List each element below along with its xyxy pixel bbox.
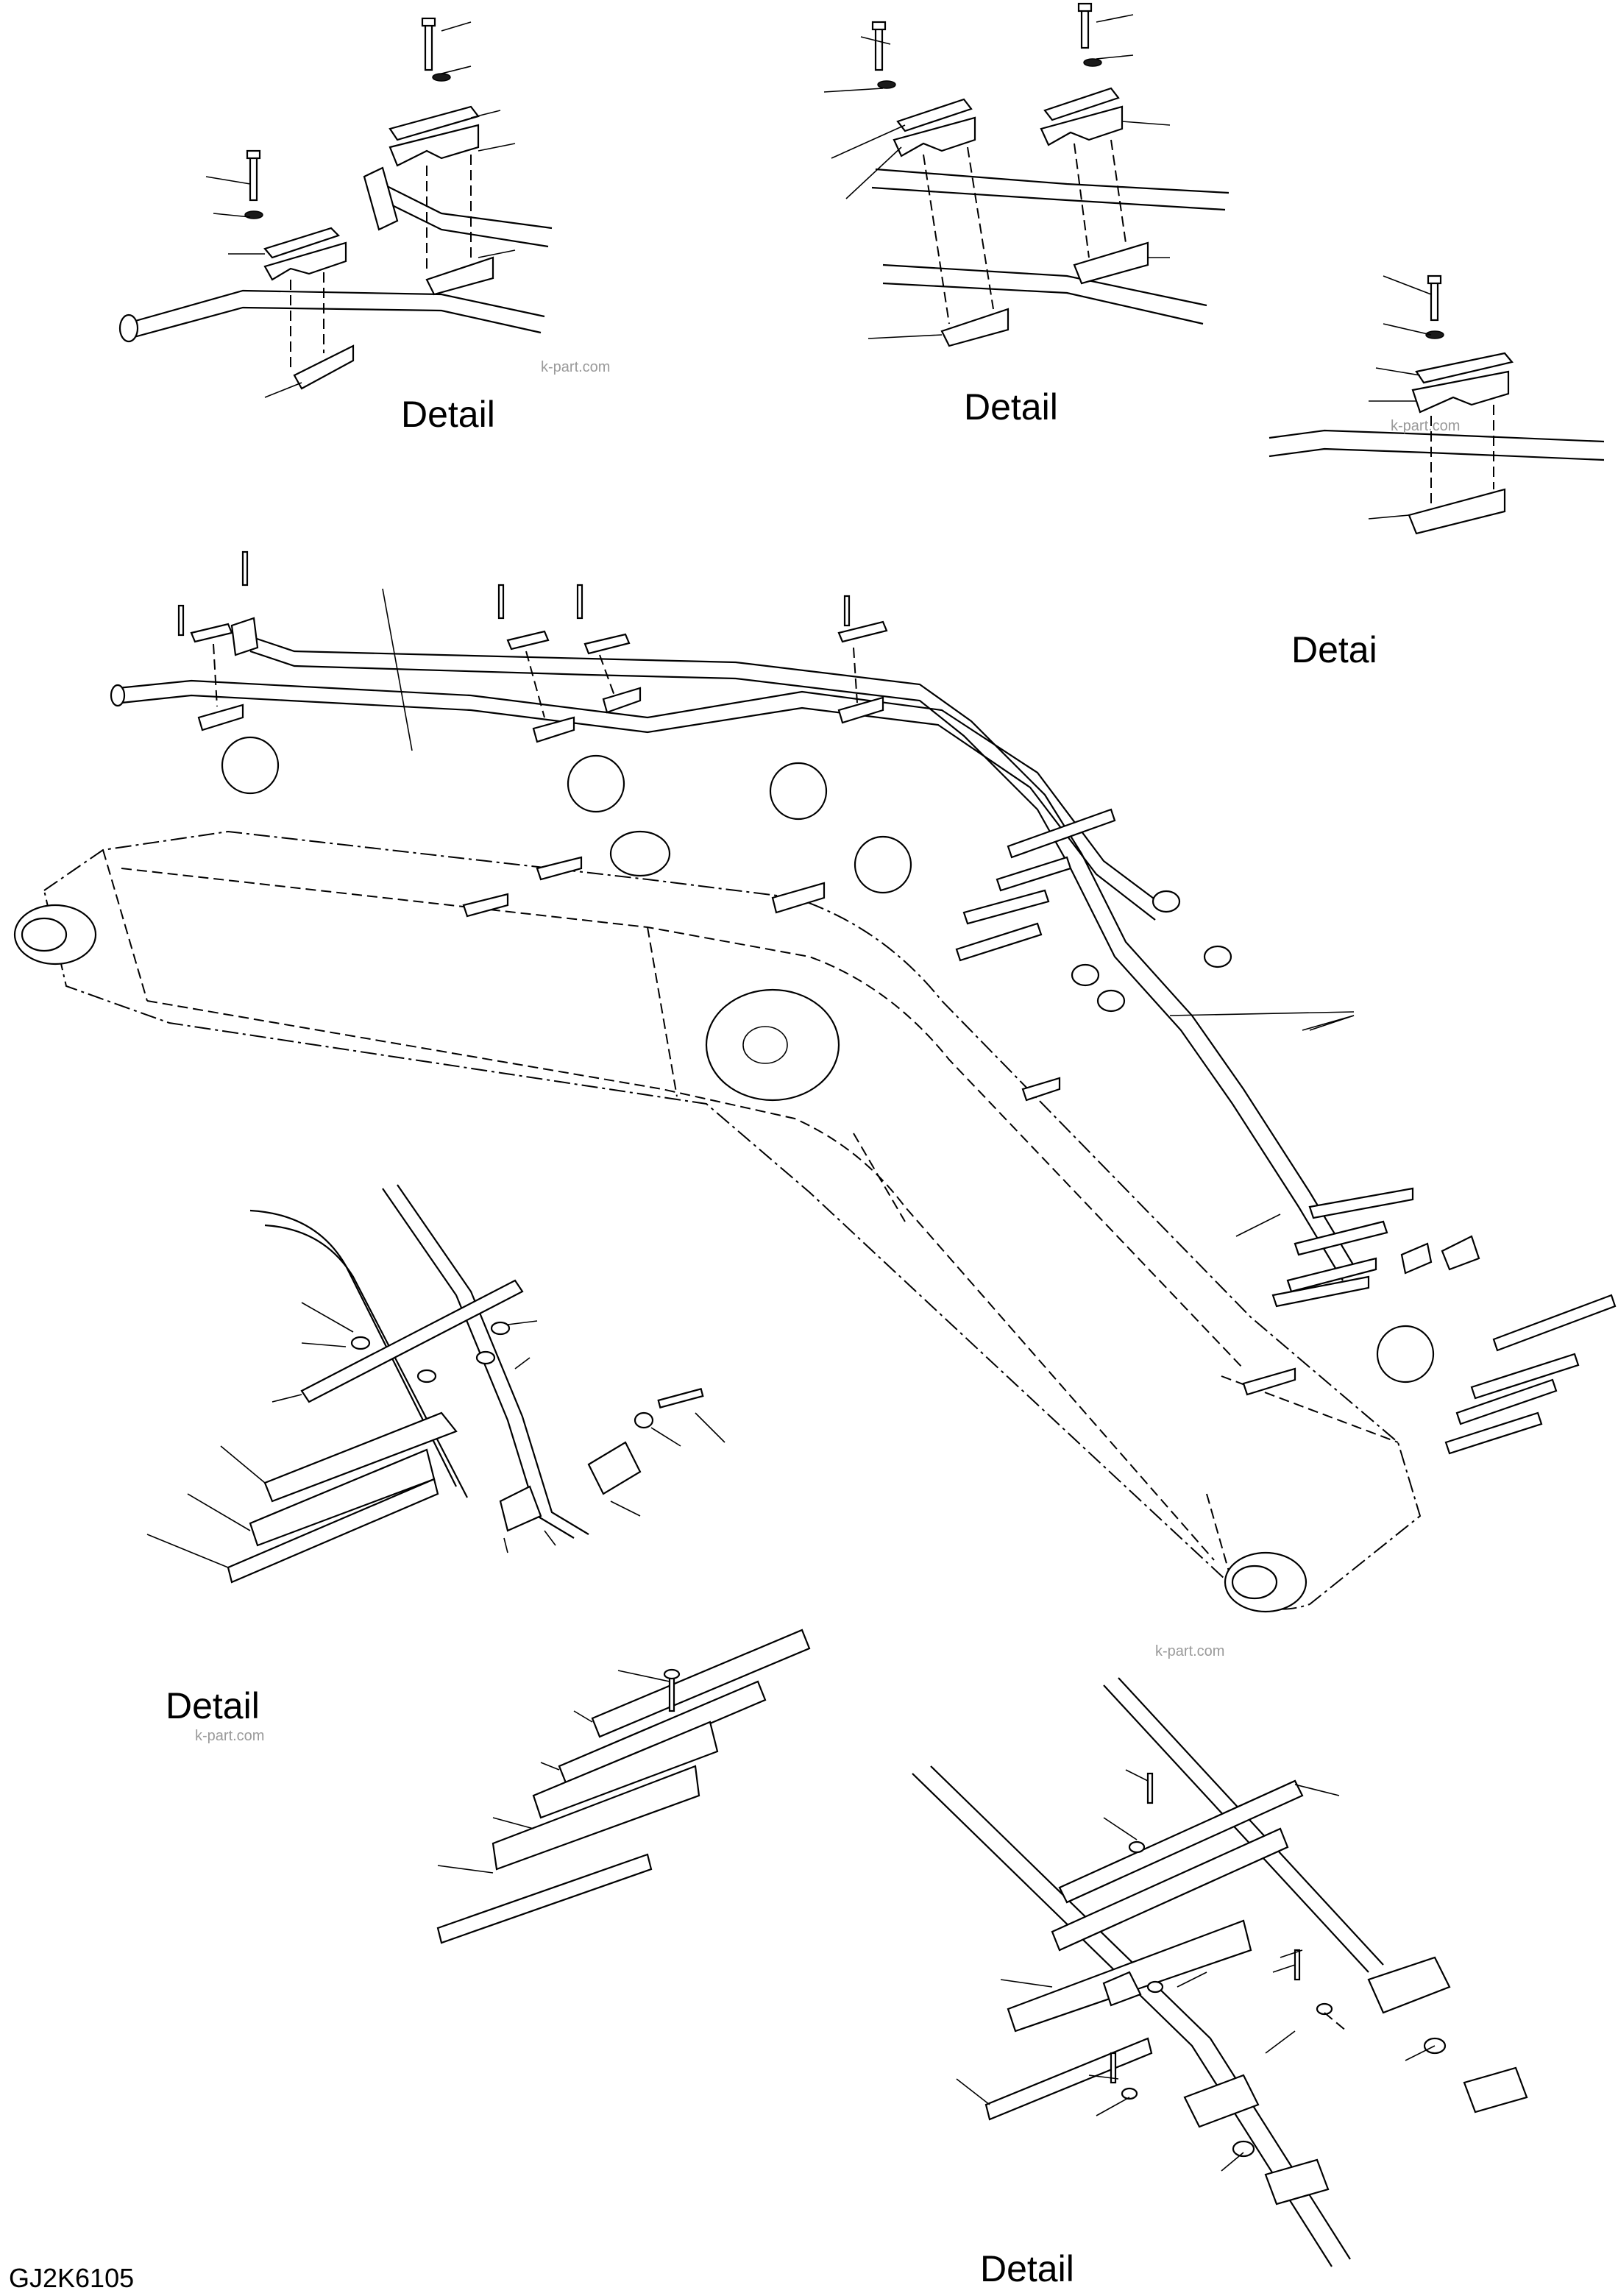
detail-label-5: Detail (980, 2248, 1074, 2289)
watermark-2: k-part.com (1391, 418, 1460, 434)
watermark-3: k-part.com (195, 1728, 264, 1744)
detail-label-2: Detail (964, 386, 1058, 428)
boom-assembly (13, 550, 1617, 1613)
detail-middle-left: Detail k-part.com (146, 1184, 725, 1744)
detail-label-4: Detail (166, 1685, 260, 1726)
detail-top-middle: Detail (823, 2, 1230, 428)
detail-clamp-exploded: k-part.com (436, 1629, 1224, 1944)
detail-label-1: Detail (401, 394, 495, 435)
boom-clamps (177, 550, 888, 743)
detail-top-left: Detail k-part.com (118, 17, 610, 435)
watermark-1: k-part.com (541, 359, 610, 375)
detail-bottom-right: Detail (912, 1677, 1528, 2289)
detail-label-3: Detai (1291, 629, 1377, 670)
detail-top-right: Detai k-part.com (1269, 274, 1605, 670)
watermark-4: k-part.com (1155, 1643, 1224, 1659)
drawing-code: GJ2K6105 (9, 2263, 134, 2293)
